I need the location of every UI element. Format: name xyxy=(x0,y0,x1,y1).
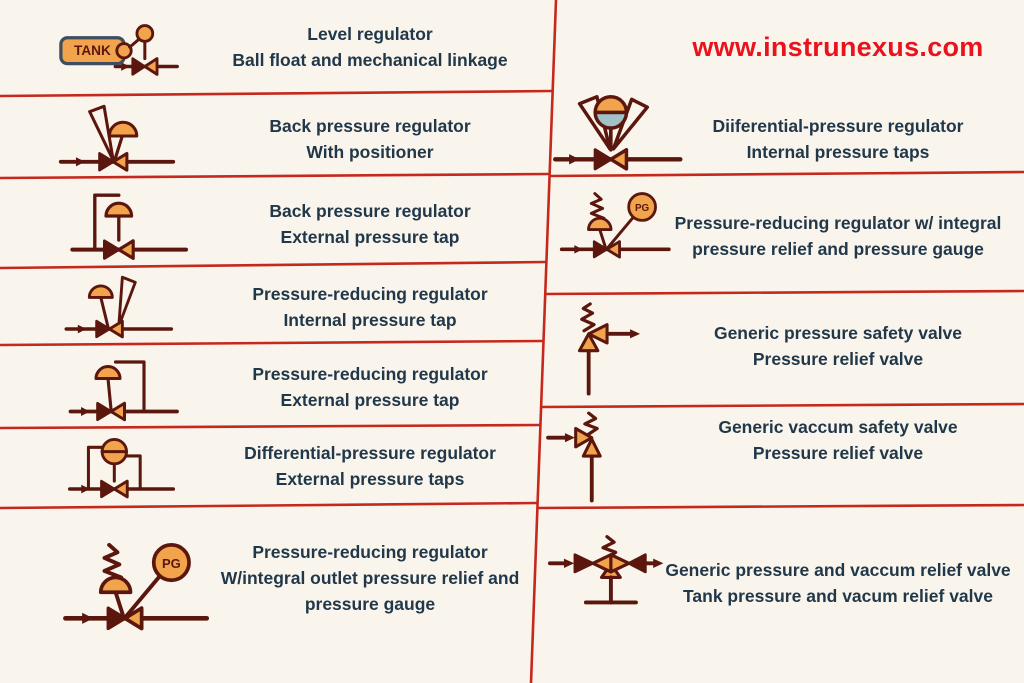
row-title: Back pressure regulator xyxy=(269,200,471,221)
row-subtitle: External pressure tap xyxy=(280,390,460,410)
row-subtitle: Internal pressure tap xyxy=(283,310,457,330)
row-title: Pressure-reducing regulator w/ integral … xyxy=(674,213,1002,259)
tank-label: TANK xyxy=(74,43,111,58)
row-title: Pressure-reducing regulator xyxy=(252,364,488,384)
generic-vacuum-safety-valve-symbol xyxy=(546,411,602,503)
differential-pressure-regulator-external-taps-symbol xyxy=(67,437,176,499)
row-subtitle: Internal pressure taps xyxy=(746,142,930,162)
row-title: Diiferential-pressure regulator xyxy=(712,116,964,136)
row-subtitle: Pressure relief valve xyxy=(752,443,924,463)
back-pressure-regulator-positioner-symbol xyxy=(58,104,176,172)
generic-pressure-safety-valve-symbol xyxy=(577,302,641,396)
row-title: Generic vaccum safety valve xyxy=(718,417,958,437)
row-title: Generic pressure and vaccum relief valve xyxy=(665,559,1011,580)
row-subtitle: W/integral outlet pressure relief and pr… xyxy=(220,567,520,614)
row-subtitle: External pressure tap xyxy=(280,226,460,247)
row-title: Differential-pressure regulator xyxy=(244,443,496,463)
pressure-gauge-label: PG xyxy=(162,556,181,571)
row-subtitle: With positioner xyxy=(306,141,434,162)
level-regulator-symbol: TANK xyxy=(59,24,179,76)
row-subtitle: Tank pressure and vacum relief valve xyxy=(683,585,993,606)
row-title: Pressure-reducing regulator xyxy=(252,541,488,562)
back-pressure-regulator-external-tap-symbol xyxy=(70,193,188,260)
row-subtitle: Ball float and mechanical linkage xyxy=(232,50,508,70)
differential-pressure-regulator-internal-taps-symbol xyxy=(553,95,683,171)
pressure-gauge-label: PG xyxy=(635,203,650,214)
website-url: www.instrunexus.com xyxy=(692,31,984,62)
pressure-reducing-regulator-external-tap-symbol xyxy=(68,360,179,422)
row-subtitle: Pressure relief valve xyxy=(752,349,924,369)
row-title: Level regulator xyxy=(307,24,433,44)
pressure-reducing-regulator-internal-tap-symbol xyxy=(64,275,174,339)
pressure-reducing-regulator-relief-gauge-symbol: PG xyxy=(63,542,210,631)
row-title: Pressure-reducing regulator xyxy=(252,284,488,304)
pressure-reducing-regulator-relief-gauge-symbol: PG xyxy=(559,192,671,259)
generic-pressure-vacuum-relief-valve-symbol xyxy=(548,535,664,605)
row-title: Generic pressure safety valve xyxy=(713,323,963,343)
row-subtitle: External pressure taps xyxy=(275,469,465,489)
row-title: Back pressure regulator xyxy=(269,115,471,136)
